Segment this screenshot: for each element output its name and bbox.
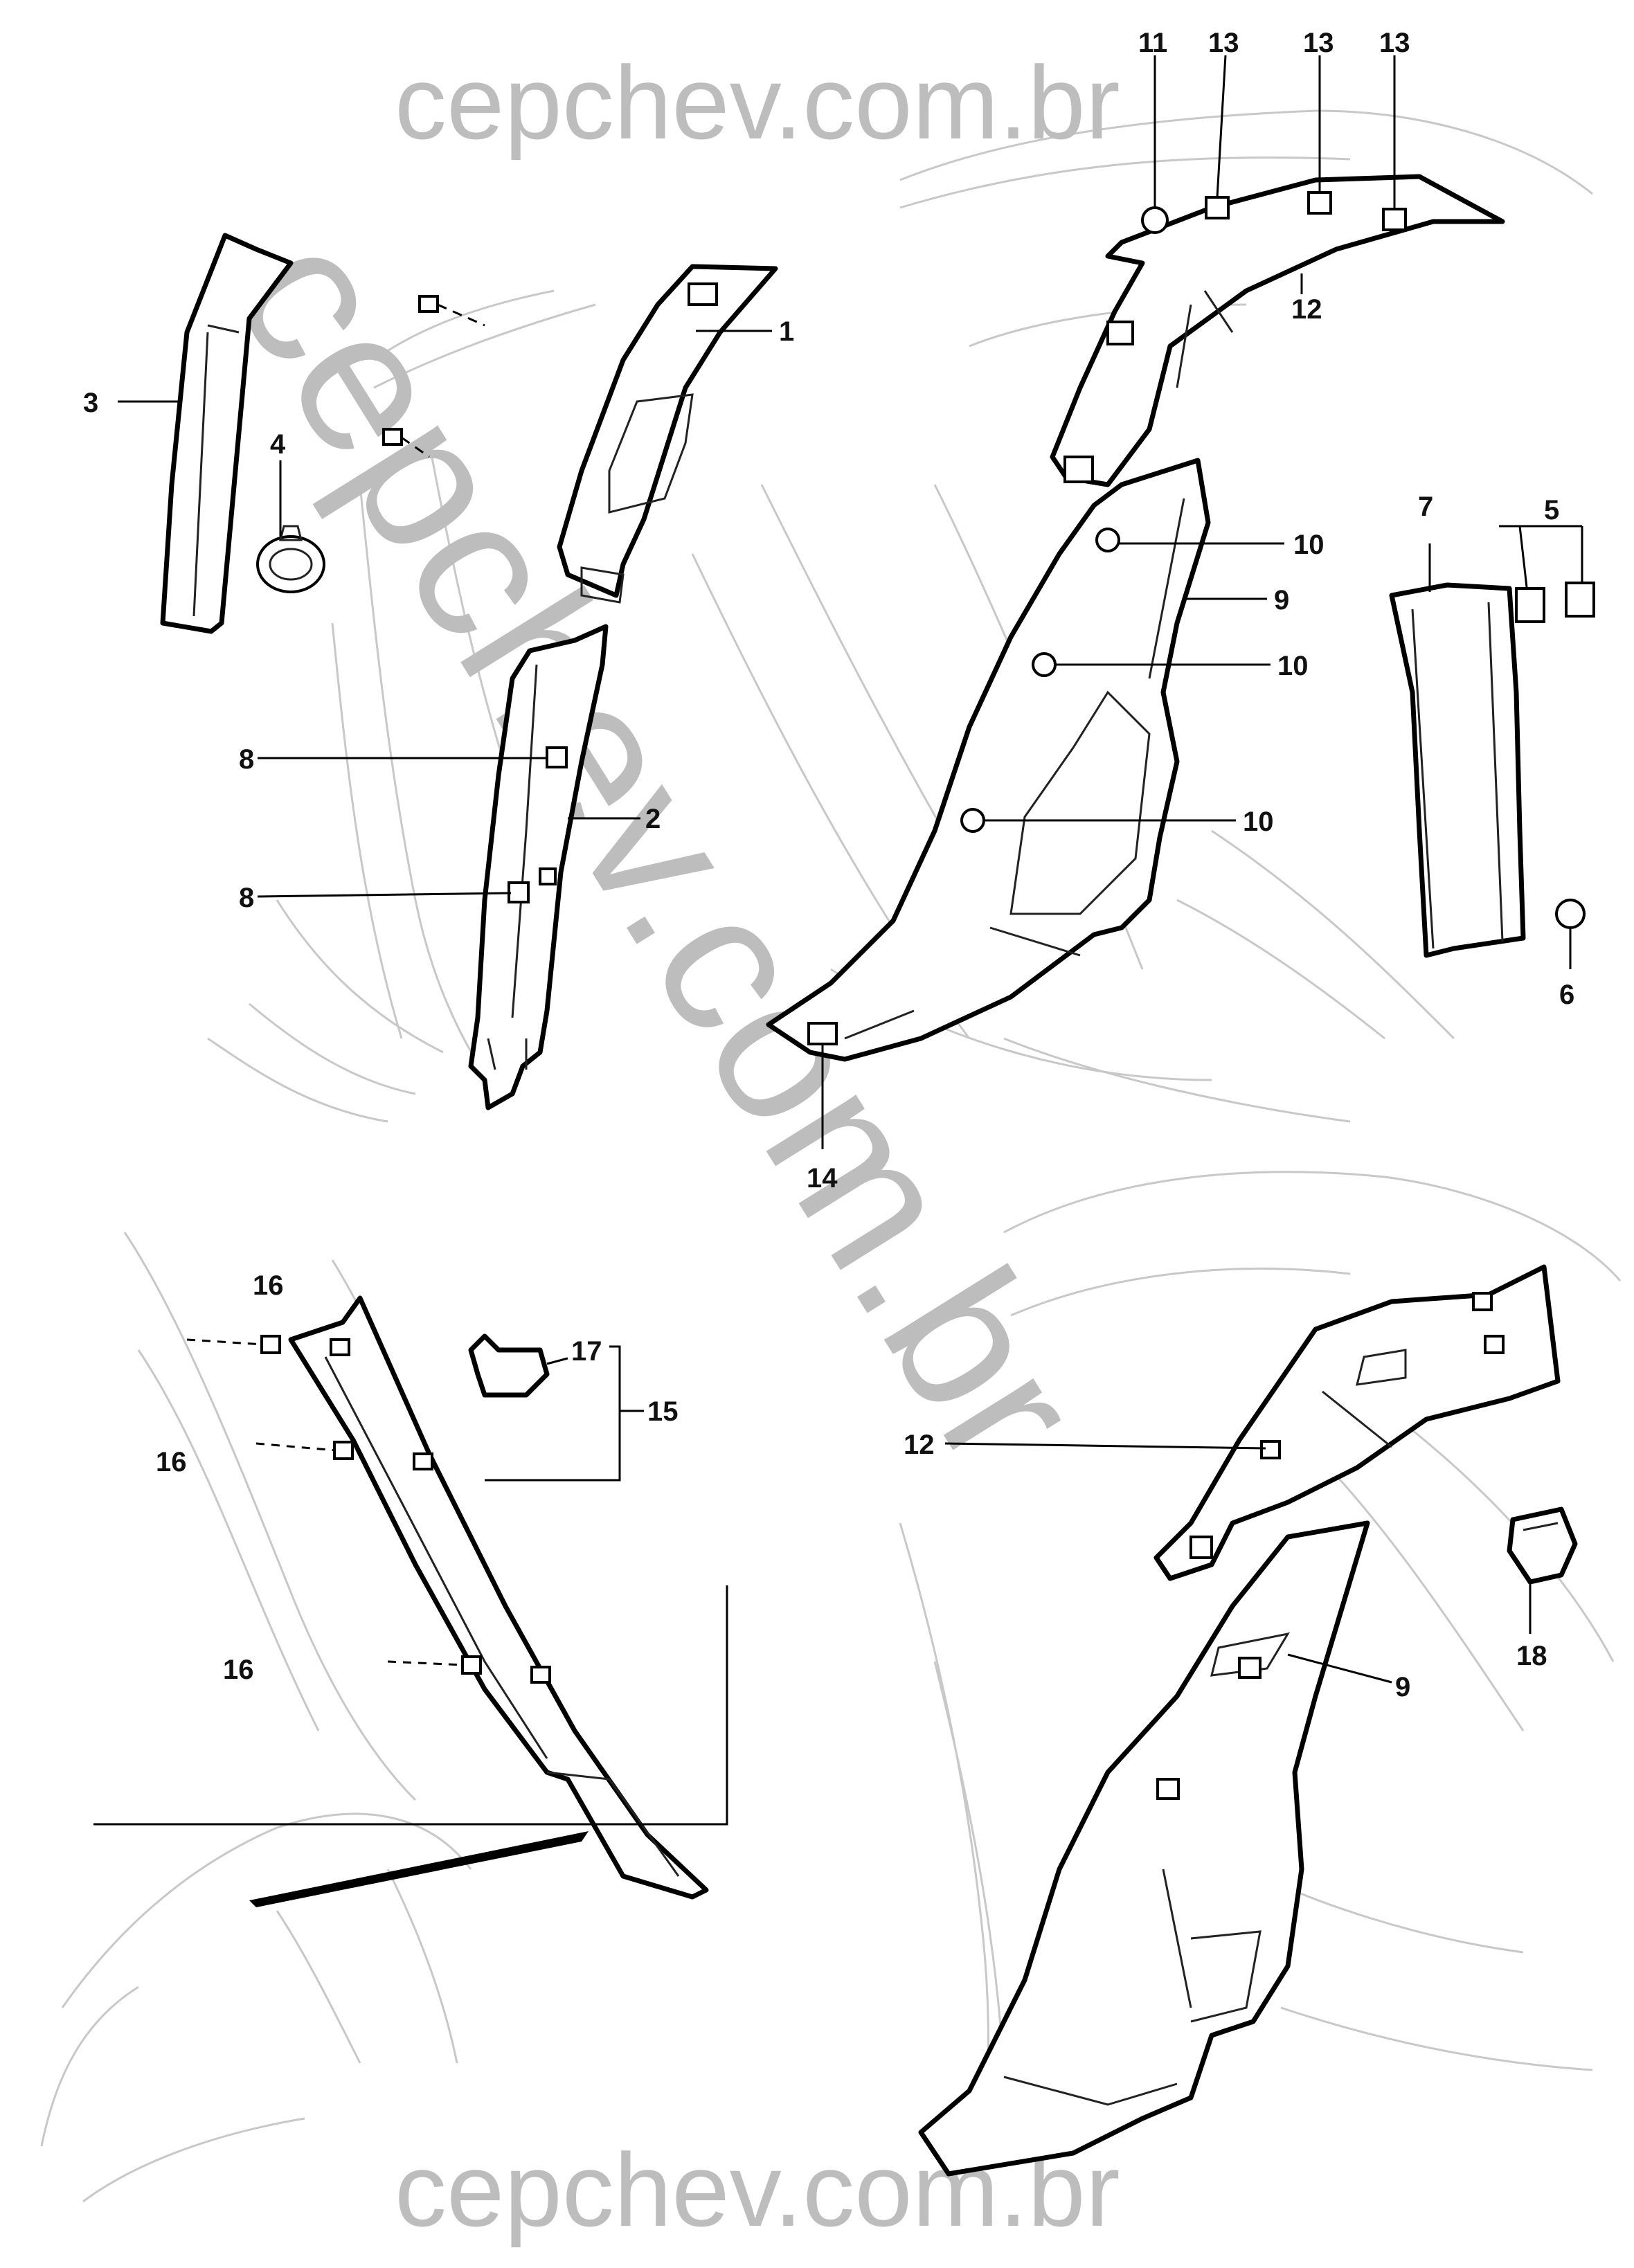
callout-2: 2 <box>645 804 661 834</box>
callout-10b: 10 <box>1277 651 1309 681</box>
callout-13a: 13 <box>1208 28 1239 58</box>
callout-1: 1 <box>779 316 794 347</box>
callout-13c: 13 <box>1379 28 1410 58</box>
part-5-clips <box>1515 582 1595 623</box>
callout-11: 11 <box>1138 28 1167 58</box>
callout-17: 17 <box>571 1336 602 1367</box>
part-6-clip <box>1555 899 1586 929</box>
callout-12a: 12 <box>1291 294 1322 325</box>
part-12-roof-rail-trim <box>1050 174 1505 487</box>
callout-16a: 16 <box>253 1270 284 1301</box>
callout-9b: 9 <box>1395 1672 1410 1702</box>
callout-labels: 1 2 3 4 5 6 7 8 8 9 9 10 10 10 11 12 12 … <box>83 28 1574 1702</box>
part-7-sill-plate <box>1389 582 1526 958</box>
callout-4: 4 <box>270 429 286 460</box>
watermark-top: cepchev.com.br <box>395 44 1120 161</box>
part-2-lower-pillar-trim <box>468 624 609 1110</box>
part-16-clips <box>186 1335 482 1675</box>
callout-16c: 16 <box>223 1655 254 1685</box>
leader-lines <box>118 55 1583 1684</box>
callout-8b: 8 <box>239 883 254 913</box>
callout-8a: 8 <box>239 744 254 775</box>
callout-13b: 13 <box>1303 28 1334 58</box>
pillar-mount-clips <box>382 295 485 458</box>
callout-3: 3 <box>83 388 98 418</box>
part-4-push-clip <box>256 525 325 593</box>
callout-12b: 12 <box>904 1430 935 1460</box>
part-15-a-pillar-trim <box>288 1295 709 1900</box>
part-9-quarter-trim-upper <box>766 458 1211 1062</box>
callout-10a: 10 <box>1293 530 1325 560</box>
callout-15: 15 <box>647 1396 679 1427</box>
callout-7: 7 <box>1418 492 1433 522</box>
part-3-pillar-strip <box>160 233 294 634</box>
part-17-badge <box>468 1333 550 1398</box>
callout-14: 14 <box>807 1163 838 1194</box>
part-9-quarter-trim-lower <box>918 1520 1370 2177</box>
callout-10c: 10 <box>1243 807 1274 837</box>
inset-reference-lines <box>93 1585 728 1907</box>
callout-18: 18 <box>1516 1641 1547 1671</box>
part-1-upper-pillar-trim <box>557 264 778 604</box>
part-12-roof-rail-trim-lower <box>1153 1264 1561 1581</box>
callout-5: 5 <box>1544 495 1559 525</box>
callout-16b: 16 <box>156 1447 187 1477</box>
part-18-cover <box>1507 1506 1578 1585</box>
callout-6: 6 <box>1559 980 1574 1010</box>
callout-9a: 9 <box>1274 585 1289 615</box>
